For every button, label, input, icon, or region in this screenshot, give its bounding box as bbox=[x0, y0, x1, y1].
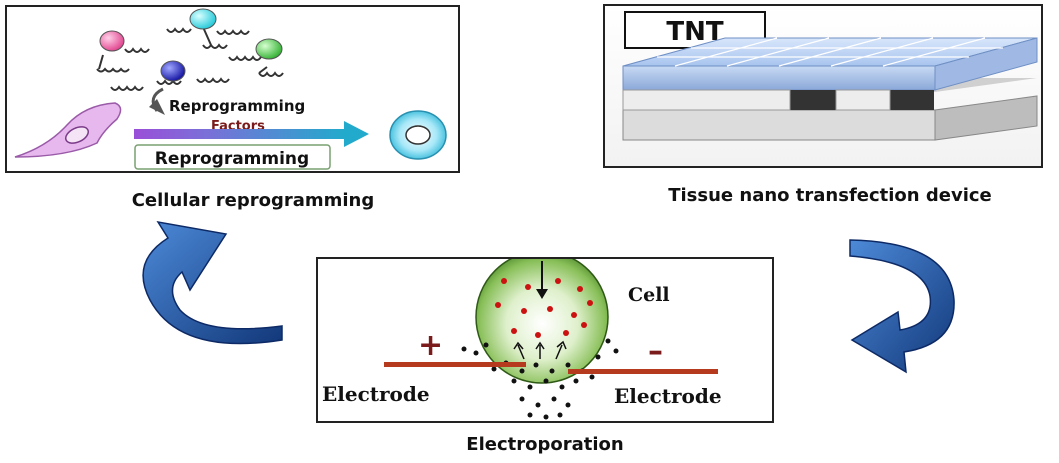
reprogramming-box bbox=[134, 144, 331, 170]
curved-arrowhead-icon bbox=[149, 99, 165, 115]
reprogramming-caption: Cellular reprogramming bbox=[131, 190, 375, 211]
electrode-right-label: Electrode bbox=[614, 384, 722, 408]
tnt-post-mid bbox=[835, 89, 891, 111]
electroporation-caption: Electroporation bbox=[466, 434, 624, 455]
reprogramming-factors-label-1: Reprogramming bbox=[169, 97, 305, 115]
reprogramming-illustration: Reprogramming Factors Reprogramming bbox=[14, 8, 447, 170]
pore-arrows-icon bbox=[513, 340, 567, 360]
electrode-left-bar bbox=[384, 362, 526, 367]
factor-molecule-green bbox=[228, 38, 284, 77]
tnt-channel-left bbox=[790, 90, 836, 110]
tnt-channel-right bbox=[890, 90, 934, 110]
somatic-cell-nucleus bbox=[64, 126, 90, 144]
electroporation-illustration: + – Cell Electrode Electrode bbox=[322, 250, 722, 420]
cell-label: Cell bbox=[628, 284, 670, 306]
positive-sign: + bbox=[418, 328, 443, 363]
reprogramming-panel: Reprogramming Factors Reprogramming bbox=[5, 5, 460, 173]
reprogrammed-cell-nucleus bbox=[405, 125, 431, 145]
reprogramming-box-label: Reprogramming bbox=[155, 149, 309, 169]
electrode-right-bar bbox=[568, 369, 718, 374]
electroporation-panel: + – Cell Electrode Electrode bbox=[316, 250, 774, 423]
somatic-cell bbox=[14, 102, 122, 158]
electrode-left-label: Electrode bbox=[322, 382, 430, 406]
reprogramming-arrow-shaft bbox=[134, 129, 344, 139]
external-black-dots bbox=[461, 338, 619, 420]
tnt-base-side bbox=[934, 95, 1038, 141]
factor-molecule-pink bbox=[96, 30, 150, 73]
negative-sign: – bbox=[648, 334, 663, 369]
tnt-post-left bbox=[622, 89, 791, 111]
factor-molecule-blue bbox=[110, 60, 230, 91]
tnt-illustration: TNT bbox=[622, 11, 1038, 141]
tnt-panel: TNT bbox=[603, 4, 1043, 168]
tnt-chip-grid bbox=[657, 37, 1003, 67]
cell-red-dots bbox=[495, 278, 593, 338]
cell-down-arrowhead-icon bbox=[536, 289, 548, 299]
reprogramming-arrowhead-icon bbox=[344, 121, 369, 147]
right-cycle-arrow-icon bbox=[849, 239, 955, 374]
tnt-chip-front bbox=[622, 65, 936, 91]
left-cycle-arrow-icon bbox=[142, 220, 283, 345]
tnt-chip-side bbox=[934, 37, 1038, 91]
tnt-caption: Tissue nano transfection device bbox=[668, 185, 992, 206]
factor-molecule-cyan bbox=[166, 8, 250, 49]
